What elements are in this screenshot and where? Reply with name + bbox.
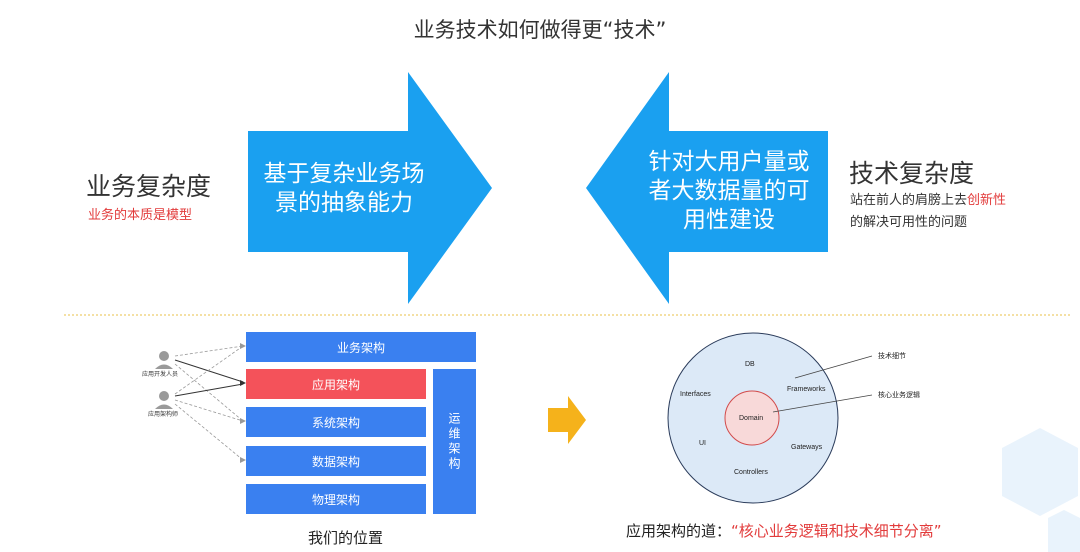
architect-person-icon [155, 391, 173, 409]
right-arrow-text: 针对大用户量或者大数据量的可用性建设 [648, 149, 810, 233]
onion-label-controllers: Controllers [734, 469, 768, 476]
onion-caption: 应用架构的道：“核心业务逻辑和技术细节分离” [626, 520, 942, 541]
onion-label-frameworks: Frameworks [787, 386, 826, 393]
tech-desc-part2: 的解决可用性的问题 [850, 215, 968, 230]
onion-caption-prefix: 应用架构的道： [626, 522, 732, 540]
layer-physical-architecture: 物理架构 [246, 484, 426, 514]
onion-label-interfaces: Interfaces [680, 391, 711, 398]
developer-person-icon [155, 351, 173, 369]
decorative-hexagon [1002, 428, 1078, 516]
onion-label-domain: Domain [739, 415, 764, 422]
tech-complexity-heading: 技术复杂度 [849, 159, 975, 188]
callout-line-outer [794, 355, 873, 379]
onion-label-db: DB [745, 361, 755, 368]
left-arrow-text: 基于复杂业务场景的抽象能力 [263, 161, 425, 216]
onion-caption-quote: “核心业务逻辑和技术细节分离” [731, 522, 942, 540]
layer-application-architecture: 应用架构 [246, 369, 426, 399]
connector-arrowheads [240, 343, 246, 463]
tech-desc-highlight: 创新性 [967, 193, 1007, 208]
role-label-developer: 应用开发人员 [142, 371, 179, 378]
role-label-architect: 应用架构师 [148, 411, 179, 418]
onion-label-ui: UI [699, 440, 706, 447]
page-title: 业务技术如何做得更“技术” [413, 18, 667, 42]
callout-core-logic: 核心业务逻辑 [878, 391, 920, 399]
decorative-hexagon-small [1048, 510, 1080, 552]
tech-complexity-description: 站在前人的肩膀上去创新性 的解决可用性的问题 [850, 190, 1060, 234]
layer-business-architecture: 业务架构 [246, 332, 476, 362]
left-pointing-arrow [586, 72, 828, 304]
onion-label-gateways: Gateways [791, 444, 823, 451]
transition-arrow [548, 396, 586, 444]
tech-desc-part1: 站在前人的肩膀上去 [850, 193, 968, 208]
layer-data-architecture: 数据架构 [246, 446, 426, 476]
callout-tech-details: 技术细节 [878, 352, 906, 360]
architecture-caption: 我们的位置 [308, 529, 384, 547]
role-connectors [174, 345, 244, 461]
business-complexity-subtitle: 业务的本质是模型 [88, 208, 193, 223]
domain-core [724, 390, 780, 446]
right-pointing-arrow [248, 72, 492, 304]
layer-system-architecture: 系统架构 [246, 407, 426, 437]
business-complexity-heading: 业务复杂度 [86, 172, 212, 201]
layer-operations-architecture: 运维架构 [433, 369, 476, 514]
callout-line-inner [772, 394, 873, 413]
